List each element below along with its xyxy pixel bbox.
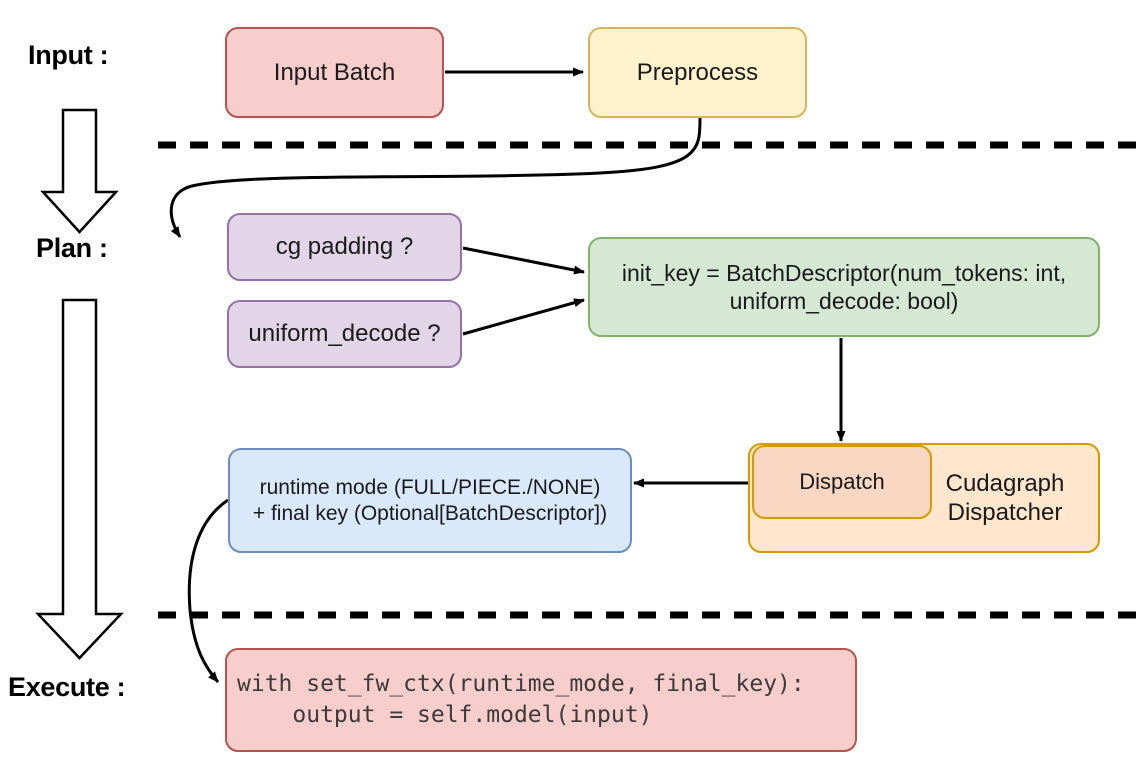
stage-arrow-plan-to-execute: [35, 298, 124, 660]
node-input-batch-label: Input Batch: [273, 58, 396, 86]
node-execute-code-line-2: output = self.model(input): [237, 702, 653, 728]
node-preprocess-label: Preprocess: [636, 58, 759, 86]
node-init-key[interactable]: init_key = BatchDescriptor(num_tokens: i…: [588, 237, 1100, 337]
node-dispatch-label: Dispatch: [799, 468, 885, 494]
stage-label-input: Input :: [28, 40, 109, 70]
node-init-key-line-2: uniform_decode: bool): [729, 288, 959, 314]
node-cudagraph-dispatcher-line-1: Cudagraph: [945, 469, 1065, 497]
node-runtime-mode[interactable]: runtime mode (FULL/PIECE./NONE) + final …: [228, 448, 632, 553]
node-runtime-mode-line-2: + final key (Optional[BatchDescriptor]): [252, 501, 608, 525]
node-uniform-decode-label: uniform_decode ?: [248, 320, 441, 348]
stage-label-plan: Plan :: [36, 233, 108, 263]
node-preprocess[interactable]: Preprocess: [588, 27, 807, 118]
node-cg-padding-label: cg padding ?: [275, 233, 414, 261]
node-cg-padding[interactable]: cg padding ?: [227, 213, 462, 281]
node-uniform-decode[interactable]: uniform_decode ?: [227, 300, 462, 368]
arrow-uniform-decode-to-init-key: [462, 298, 585, 336]
node-runtime-mode-line-1: runtime mode (FULL/PIECE./NONE): [259, 475, 601, 499]
node-execute-code-line-1: with set_fw_ctx(runtime_mode, final_key)…: [237, 670, 805, 697]
node-dispatch[interactable]: Dispatch: [752, 445, 932, 519]
node-input-batch[interactable]: Input Batch: [225, 27, 444, 118]
node-cudagraph-dispatcher-line-2: Dispatcher: [947, 499, 1063, 526]
stage-label-execute: Execute :: [8, 672, 126, 702]
node-init-key-line-1: init_key = BatchDescriptor(num_tokens: i…: [621, 259, 1067, 286]
arrow-runtime-mode-to-execute-code: [187, 498, 229, 683]
stage-arrow-input-to-plan: [40, 108, 119, 234]
node-execute-code[interactable]: with set_fw_ctx(runtime_mode, final_key)…: [225, 648, 857, 752]
arrow-cg-padding-to-init-key: [462, 246, 585, 275]
